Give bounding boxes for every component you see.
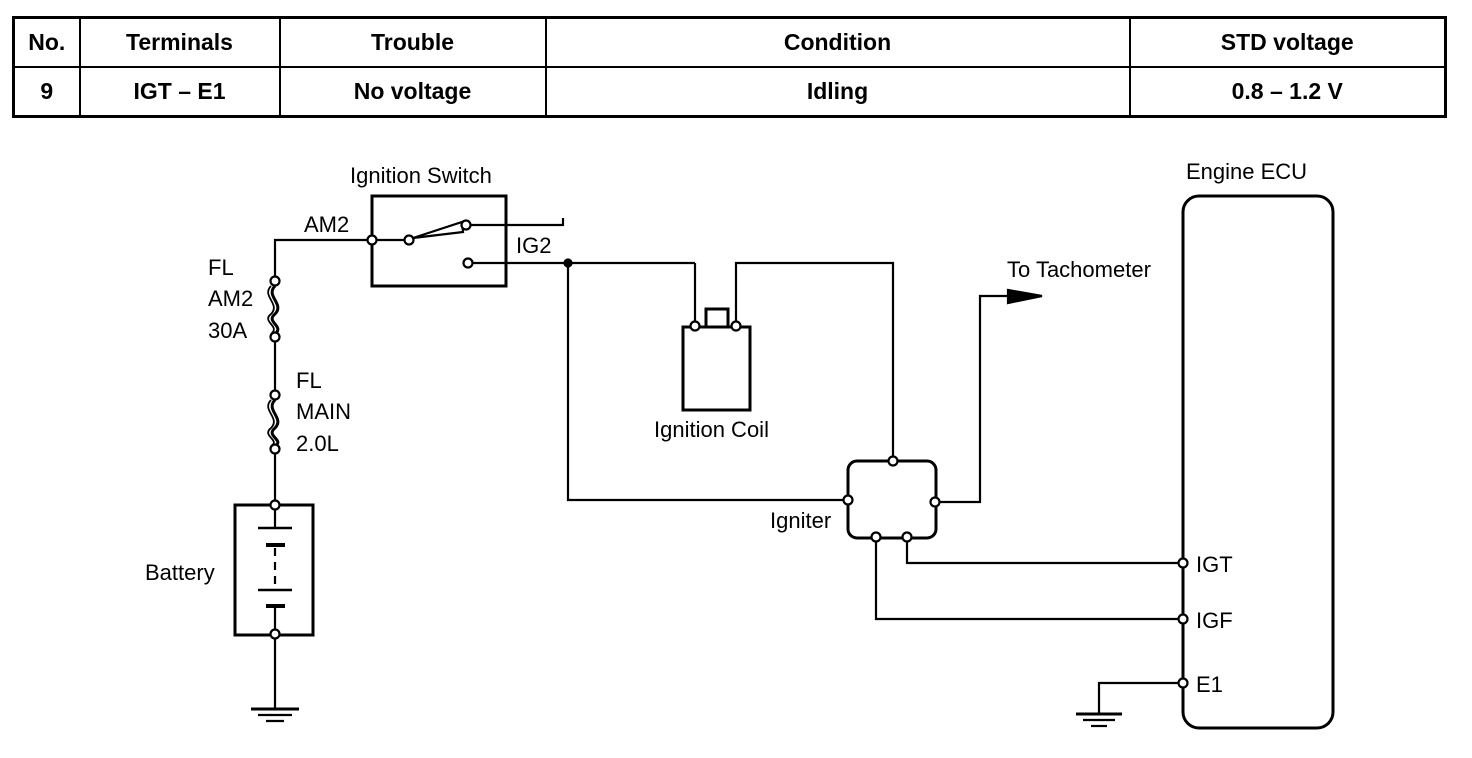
ecu-terminal-igf: IGF [1196,608,1233,633]
cell-condition: Idling [544,66,1131,118]
table-header-row: No. Terminals Trouble Condition STD volt… [12,16,1447,68]
cell-no: 9 [12,66,81,118]
igniter [842,455,941,543]
fuse-am2-label-1: FL [208,255,234,280]
engine-ecu [1177,194,1335,730]
battery [233,499,315,640]
ecu-terminal-e1: E1 [1196,672,1223,697]
ecu-label: Engine ECU [1186,159,1307,184]
fuse-am2 [267,275,281,343]
ground-icon [1076,681,1179,728]
ignition-switch-label: Ignition Switch [350,163,492,188]
fuse-main-label-2: MAIN [296,399,351,424]
header-terminals: Terminals [78,16,281,68]
fuse-main-label-1: FL [296,368,322,393]
ig2-terminal-label: IG2 [516,233,551,258]
ground-icon [251,639,299,723]
ig2-wiring [506,258,895,502]
spec-table: No. Terminals Trouble Condition STD volt… [12,16,1447,118]
ignition-coil-label: Ignition Coil [654,417,769,442]
ecu-terminal-igt: IGT [1196,552,1233,577]
supply-wiring [273,238,372,502]
header-condition: Condition [544,16,1131,68]
fuse-am2-label-3: 30A [208,318,247,343]
header-std-voltage: STD voltage [1128,16,1447,68]
ignition-switch [366,194,565,288]
cell-std-voltage: 0.8 – 1.2 V [1128,66,1447,118]
battery-label: Battery [145,560,215,585]
ignition-coil [681,307,752,412]
cell-trouble: No voltage [278,66,547,118]
tachometer-wiring [939,288,1043,504]
fuse-am2-label-2: AM2 [208,286,253,311]
am2-terminal-label: AM2 [304,212,349,237]
header-no: No. [12,16,81,68]
ecu-signal-wiring [874,541,1183,621]
header-trouble: Trouble [278,16,547,68]
fuse-main-label-3: 2.0L [296,431,339,456]
fuse-main [267,389,281,455]
table-row: 9 IGT – E1 No voltage Idling 0.8 – 1.2 V [12,66,1447,118]
cell-terminals: IGT – E1 [78,66,281,118]
tachometer-label: To Tachometer [1007,257,1151,282]
igniter-label: Igniter [770,508,831,533]
